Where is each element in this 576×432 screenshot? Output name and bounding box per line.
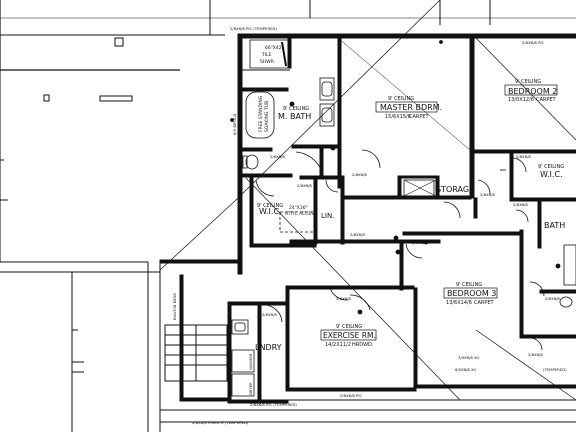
- door-tag: 2/6X6/8: [480, 192, 495, 197]
- bedroom2-ceiling: 9' CEILING: [515, 79, 541, 85]
- master-bdrm-dims: 15/6X15/6: [385, 114, 411, 120]
- exercise-ceiling: 9' CEILING: [336, 324, 362, 330]
- bath-name: BATH: [544, 221, 565, 230]
- wic-right-name: W.I.C.: [540, 170, 563, 179]
- wic-left-name: W.I.C.: [259, 207, 282, 216]
- bedroom2-dims: 13/0X12/6: [508, 97, 534, 103]
- shower-size: 66"X42": [265, 45, 284, 51]
- washer-fixture: [231, 349, 255, 373]
- shower-label: SHWR.: [260, 59, 275, 65]
- exercise-dims: 14/2X11/2: [325, 342, 351, 348]
- tub-fixture: [245, 91, 275, 139]
- sink-fixture: [319, 103, 335, 127]
- window-tag: 2/6X6/8 PIC (TEMPERED): [230, 26, 277, 31]
- door-tag: 2/6X6/8: [516, 154, 531, 159]
- window-tag: (TEMPERED): [543, 367, 567, 372]
- tub-fixture: [563, 244, 576, 286]
- window-tag: 2/6X6/8 PIC (TEMPERED): [250, 402, 297, 407]
- door-tag: 2/6X6/8: [528, 352, 543, 357]
- dryer-fixture: [231, 373, 255, 397]
- washer-label: WASHER: [248, 353, 253, 370]
- door-tag: 2/6X6/8: [297, 183, 312, 188]
- exercise-name: EXERCISE RM.: [323, 331, 376, 340]
- window-tag: 2/6X6/8 PIC: [448, 32, 470, 37]
- window-tag: 3/0X6/8 XO: [517, 32, 538, 37]
- shower-fixture: [249, 39, 289, 69]
- door-tag: 2/6X6/8: [545, 296, 560, 301]
- door-tag: 2/6X6/8: [336, 296, 351, 301]
- bedroom3-name: BEDROOM 3: [447, 289, 496, 298]
- dryer-label: DRYER: [248, 382, 253, 395]
- room-labels: 66"X42" TILE SHWR. FREE STANDING SOAKING…: [255, 45, 565, 352]
- window-tag: 2/6X6/8 PIC: [345, 32, 367, 37]
- window-tag: 3/0X6/8 XO: [458, 355, 479, 360]
- door-tag: 2/6X6/8: [352, 172, 367, 177]
- toilet-fixture: [245, 154, 259, 170]
- attic-size: 24"X36": [289, 205, 308, 211]
- built-in-desk-label: BUILT-IN DESK: [172, 293, 177, 320]
- master-bdrm-name: MASTER BDRM.: [380, 103, 442, 112]
- door-tag: 2/6X6/8: [350, 232, 365, 237]
- shower-type: TILE: [261, 52, 272, 58]
- window-tag: 2/6X6/8 PIC: [340, 393, 362, 398]
- tub-line1: FREE STANDING: [258, 95, 264, 132]
- door-tag: 2/6X6/8: [270, 154, 285, 159]
- window-tag: 6/0X6/8 XO: [455, 367, 476, 372]
- wic-left-ceiling: 9' CEILING: [257, 203, 283, 209]
- storage-name: STORAGE: [436, 185, 474, 194]
- tub-line2: SOAKING TUB: [264, 101, 270, 132]
- bedroom3-ceiling: 9' CEILING: [456, 282, 482, 288]
- bedroom2-floor: CARPET: [536, 97, 557, 103]
- attic-label: ATTIC ACCESS: [285, 211, 317, 217]
- door-tag: 2/6X6/8: [513, 202, 528, 207]
- laundry-name: LNDRY: [255, 343, 282, 352]
- tags: 2/6X6/8 PIC 2/6X6/8 PIC 3/0X6/8 XO 2/6X6…: [172, 26, 567, 425]
- fixtures: [230, 39, 576, 397]
- master-bdrm-ceiling: 9' CEILING: [388, 96, 414, 102]
- toilet-fixture: [559, 296, 573, 308]
- door-tag: 2/6X6/8: [262, 312, 277, 317]
- window-tag: 3/0X6/8 XO: [381, 32, 402, 37]
- window-tag: 2/6X6/8 PIC: [298, 32, 320, 37]
- window-tag: 2/6X6/8 FRENCH (TEMPERED): [192, 420, 249, 425]
- closet-label: 6/0 BIFOLD: [232, 114, 237, 135]
- window-tag: 2/6X6/8 PIC: [522, 40, 544, 45]
- bedroom3-dims: 13/6X14/6: [446, 300, 472, 306]
- bedroom2-name: BEDROOM 2: [508, 87, 557, 96]
- master-bath-ceiling: 9' CEILING: [283, 106, 309, 112]
- master-bdrm-floor: CARPET: [409, 114, 430, 120]
- linen-name: LIN.: [321, 212, 334, 220]
- wic-right-ceiling: 9' CEILING: [538, 164, 564, 170]
- master-bath-name: M. BATH: [278, 112, 311, 121]
- sink-fixture: [319, 77, 335, 101]
- door-tag: 2/6X6/8: [412, 240, 427, 245]
- sink-fixture: [231, 319, 249, 335]
- exercise-floor: HRDWD.: [352, 342, 374, 348]
- bedroom3-floor: CARPET: [474, 300, 495, 306]
